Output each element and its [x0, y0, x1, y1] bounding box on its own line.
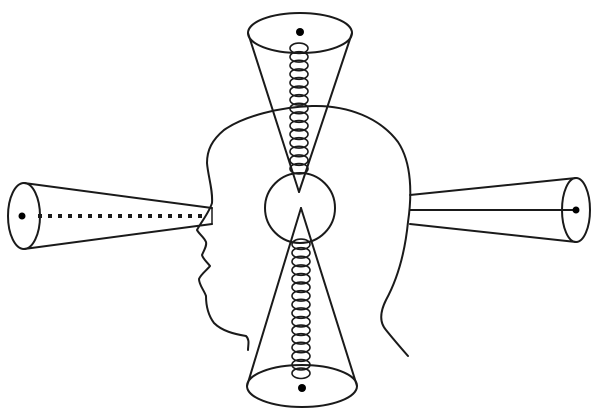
left-dot: [78, 214, 82, 218]
left-dot: [58, 214, 62, 218]
left-dot: [68, 214, 72, 218]
left-cone-bottom-edge: [24, 224, 212, 249]
right-cone: [410, 178, 590, 242]
left-cone-top-edge: [24, 183, 212, 208]
top-cone-left-edge: [248, 33, 299, 192]
left-cone: [8, 183, 212, 249]
top-cone-right-edge: [299, 33, 352, 192]
left-dot: [168, 214, 172, 218]
left-dot: [48, 214, 52, 218]
left-dotted-line: [38, 214, 202, 218]
left-dot: [38, 214, 42, 218]
left-dot: [198, 214, 202, 218]
left-dot: [148, 214, 152, 218]
left-dot: [118, 214, 122, 218]
right-cone-top-edge: [410, 178, 576, 195]
right-cone-dot: [573, 207, 580, 214]
top-cone-dot: [296, 28, 304, 36]
vertical-coil-bottom: [292, 239, 310, 378]
right-cone-bottom-edge: [410, 224, 576, 242]
left-dot: [108, 214, 112, 218]
left-dot: [128, 214, 132, 218]
left-dot: [88, 214, 92, 218]
left-dot: [188, 214, 192, 218]
left-dot: [158, 214, 162, 218]
bottom-cone-dot: [298, 384, 306, 392]
left-dot: [178, 214, 182, 218]
vertical-coil-top: [290, 43, 308, 174]
left-cone-dot: [19, 213, 26, 220]
left-dot: [98, 214, 102, 218]
left-dot: [138, 214, 142, 218]
